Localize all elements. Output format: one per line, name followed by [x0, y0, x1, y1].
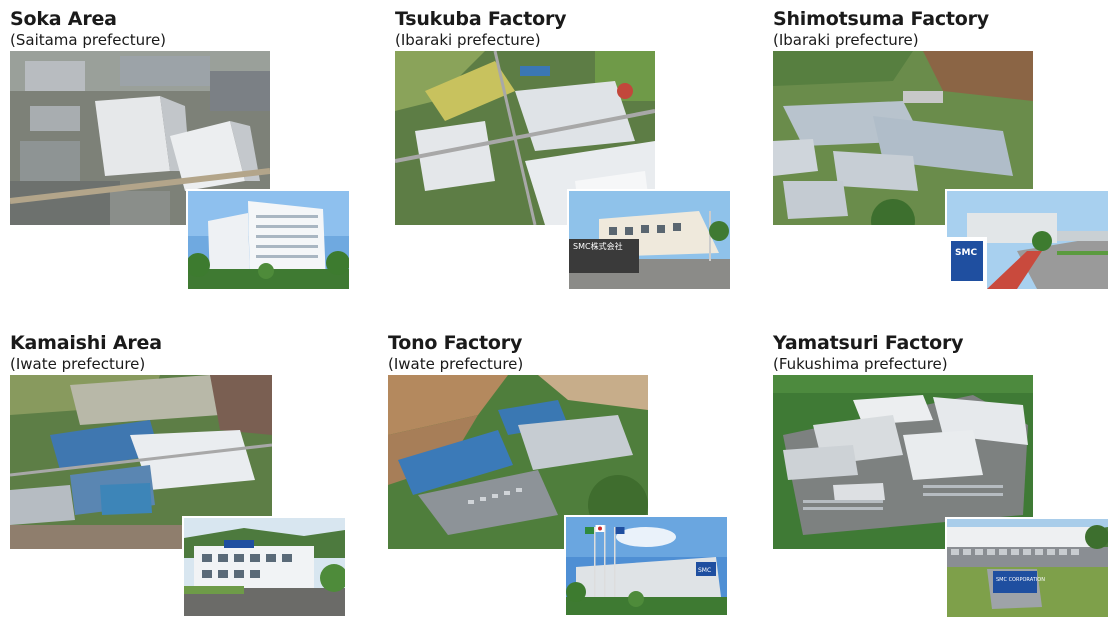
site-name: Shimotsuma Factory [773, 8, 989, 30]
site-prefecture: (Ibaraki prefecture) [395, 31, 541, 49]
site-prefecture: (Ibaraki prefecture) [773, 31, 919, 49]
site-prefecture: (Iwate prefecture) [10, 355, 146, 373]
site-kamaishi: Kamaishi Area (Iwate prefecture) [10, 331, 355, 631]
site-name: Tono Factory [388, 332, 523, 354]
site-name: Tsukuba Factory [395, 8, 567, 30]
site-soka: Soka Area (Saitama prefecture) [10, 7, 355, 307]
site-tono: Tono Factory (Iwate prefecture) [388, 331, 733, 631]
closeup-photo: SMC株式会社 [567, 189, 732, 291]
site-name: Kamaishi Area [10, 332, 162, 354]
sign-text: SMC [698, 567, 711, 574]
closeup-photo: SMC CORPORATION [945, 517, 1110, 619]
sign-text: SMC CORPORATION [996, 577, 1045, 583]
aerial-photo [773, 375, 1033, 549]
site-name: Soka Area [10, 8, 117, 30]
closeup-photo [182, 516, 347, 618]
site-name: Yamatsuri Factory [773, 332, 964, 354]
aerial-photo [10, 375, 272, 549]
closeup-photo: SMC [945, 189, 1110, 291]
site-prefecture: (Iwate prefecture) [388, 355, 524, 373]
sign-text: SMC株式会社 [573, 241, 623, 251]
site-shimotsuma: Shimotsuma Factory (Ibaraki prefecture) … [773, 7, 1118, 307]
sign-text: SMC [955, 248, 977, 258]
site-tsukuba: Tsukuba Factory (Ibaraki prefecture) [395, 7, 740, 307]
closeup-photo [186, 189, 351, 291]
closeup-photo: SMC [564, 515, 729, 617]
site-prefecture: (Fukushima prefecture) [773, 355, 948, 373]
aerial-photo [773, 51, 1033, 225]
site-yamatsuri: Yamatsuri Factory (Fukushima prefecture) [773, 331, 1118, 631]
aerial-photo [10, 51, 270, 225]
site-prefecture: (Saitama prefecture) [10, 31, 167, 49]
